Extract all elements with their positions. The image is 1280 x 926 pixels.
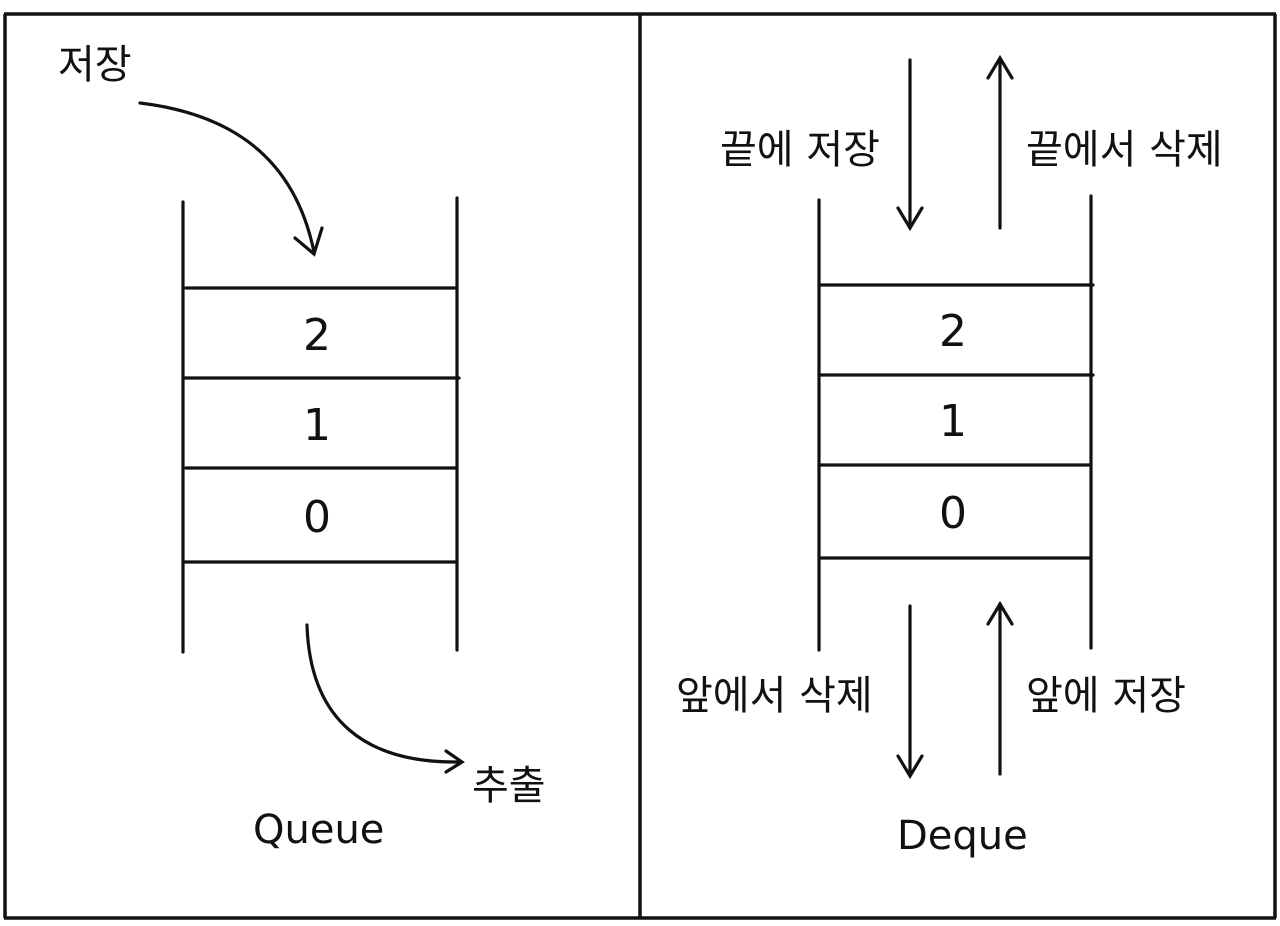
deque-pop-front-label: 앞에서 삭제 [676, 673, 873, 719]
deque-push-front-label: 앞에 저장 [1026, 673, 1186, 719]
deque-title: Deque [897, 813, 1028, 859]
queue-dequeue-arrow [305, 623, 465, 774]
queue-enqueue-label: 저장 [58, 42, 132, 88]
deque-push-back-label: 끝에 저장 [720, 127, 880, 173]
deque-push-front-arrow [986, 600, 1014, 776]
queue-cell-value: 1 [303, 400, 331, 451]
queue-enqueue-arrow [138, 101, 324, 257]
deque-cell-value: 1 [939, 396, 967, 447]
deque-pop-back-label: 끝에서 삭제 [1026, 127, 1223, 173]
queue-container [181, 196, 461, 654]
deque-push-back-arrow [896, 58, 924, 232]
deque-cell-value: 0 [939, 488, 967, 539]
deque-cell-value: 2 [939, 306, 967, 357]
queue-cell-value: 2 [303, 310, 331, 361]
queue-dequeue-label: 추출 [472, 763, 546, 809]
deque-container [817, 194, 1095, 652]
deque-pop-back-arrow [986, 54, 1014, 230]
queue-title: Queue [253, 807, 385, 853]
deque-pop-front-arrow [896, 604, 924, 780]
queue-cell-value: 0 [303, 492, 331, 543]
